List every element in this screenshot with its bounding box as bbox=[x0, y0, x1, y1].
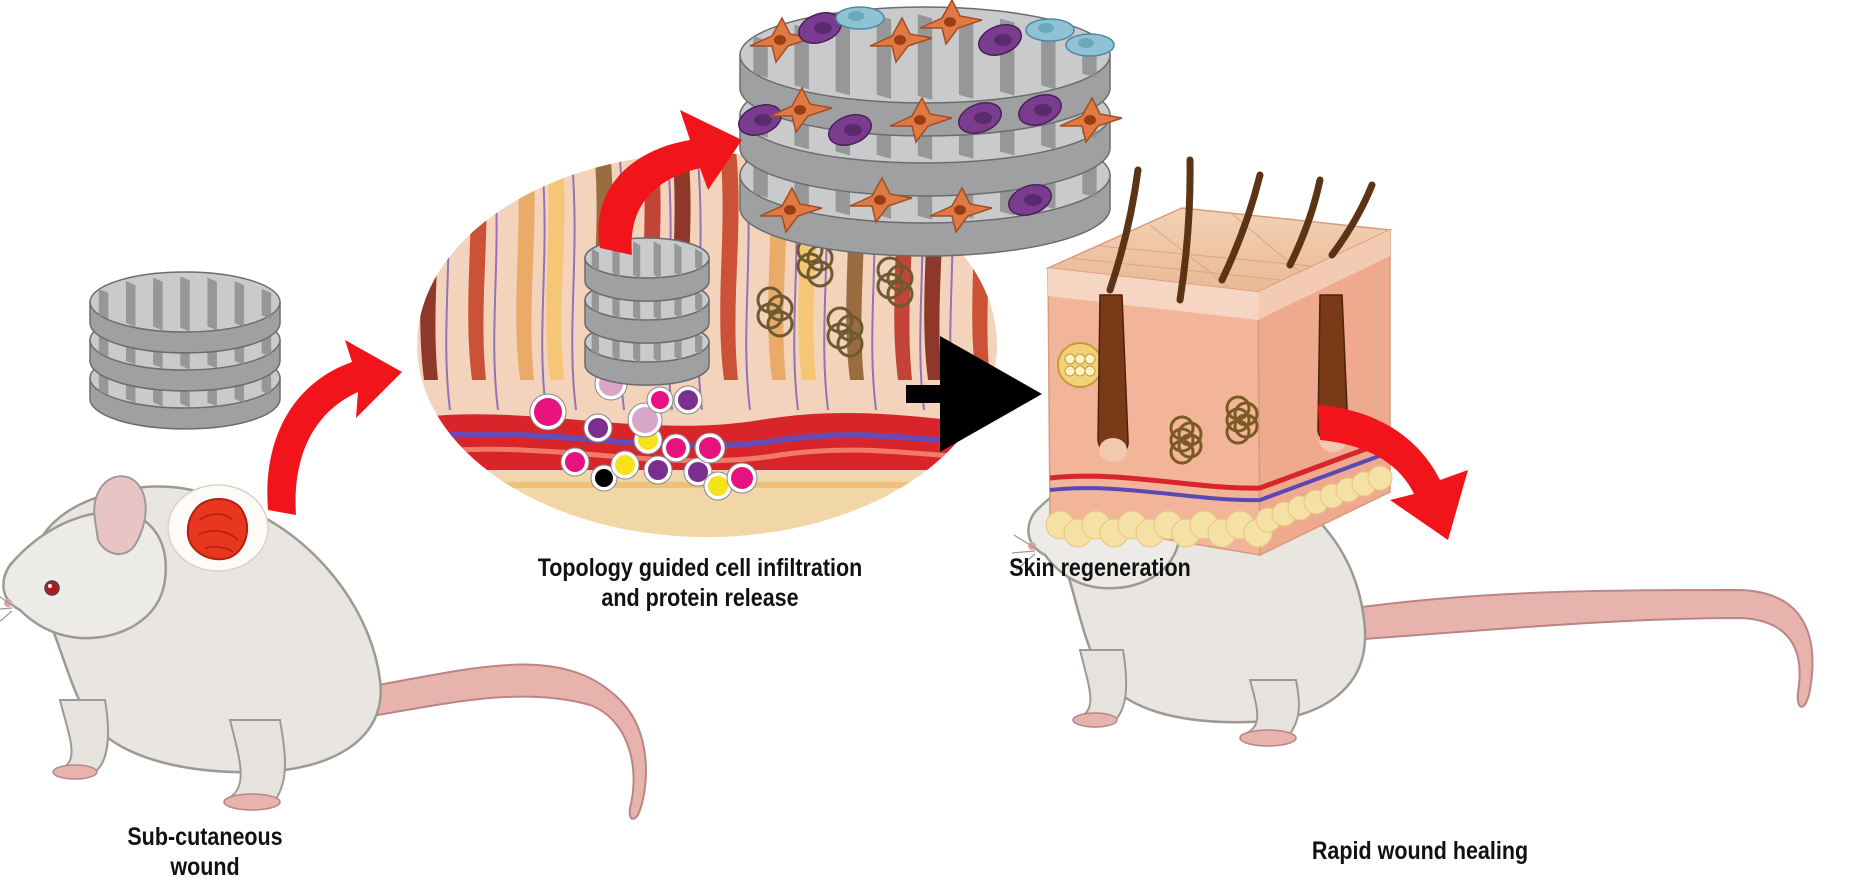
caption-healing: Rapid wound healing bbox=[1274, 836, 1566, 866]
caption-wound-line1: Sub-cutaneous bbox=[127, 823, 283, 851]
caption-wound: Sub-cutaneous wound bbox=[89, 822, 321, 882]
mouse-icon bbox=[0, 475, 647, 820]
caption-skin: Skin regeneration bbox=[971, 553, 1229, 583]
skin-block-icon bbox=[1045, 156, 1393, 557]
caption-infiltration-line2: and protein release bbox=[601, 584, 799, 612]
red-arrow bbox=[1318, 405, 1468, 540]
caption-healing-line1: Rapid wound healing bbox=[1311, 837, 1529, 865]
caption-infiltration: Topology guided cell infiltration and pr… bbox=[476, 553, 923, 613]
red-arrow bbox=[598, 110, 742, 255]
black-arrow bbox=[906, 336, 1042, 452]
caption-wound-line2: wound bbox=[170, 853, 240, 881]
red-arrow bbox=[267, 340, 402, 515]
caption-infiltration-line1: Topology guided cell infiltration bbox=[537, 554, 863, 582]
wound-patch-icon bbox=[167, 484, 269, 572]
caption-skin-line1: Skin regeneration bbox=[1009, 554, 1191, 582]
scaffold-disc-icon bbox=[89, 271, 281, 430]
scaffold-disc-icon bbox=[738, 0, 1123, 257]
